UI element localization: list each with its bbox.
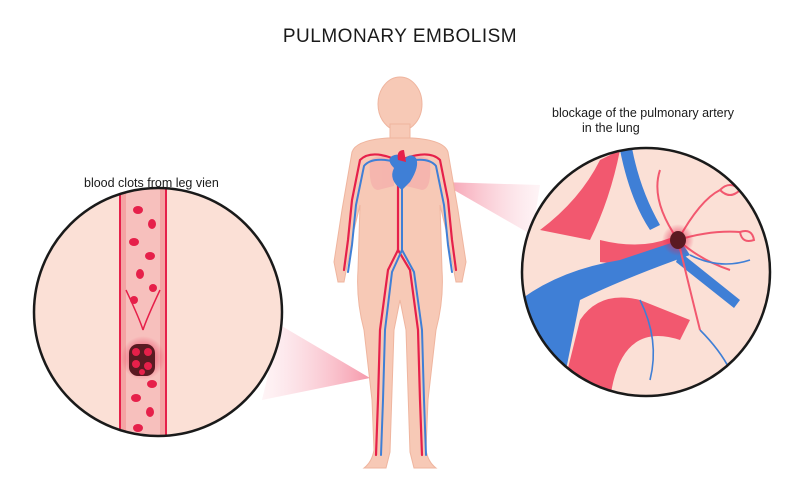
zoom-beam-right — [440, 182, 540, 235]
pulmonary-vein-branches — [522, 148, 740, 396]
heart-icon — [389, 150, 418, 190]
lung-blockage-label-line2: in the lung — [582, 121, 640, 135]
vein-lumen — [126, 188, 160, 436]
red-blood-cells — [129, 206, 157, 432]
blood-clot-icon — [121, 336, 165, 380]
pulmonary-artery-branches — [540, 150, 690, 396]
lung-artery-zoom-circle — [520, 146, 772, 398]
zoom-beam-left — [262, 325, 370, 400]
diagram-title: PULMONARY EMBOLISM — [282, 26, 518, 47]
lung-blockage-label: blockage of the pulmonary artery in the … — [552, 106, 752, 136]
pulmonary-clot-icon — [662, 224, 694, 256]
vein-valve — [125, 289, 161, 331]
lung-blockage-label-line1: blockage of the pulmonary artery — [552, 106, 735, 120]
leg-clot-label: blood clots from leg vien — [84, 176, 219, 190]
human-body-silhouette — [333, 76, 467, 469]
leg-vein-zoom-circle — [32, 186, 284, 438]
